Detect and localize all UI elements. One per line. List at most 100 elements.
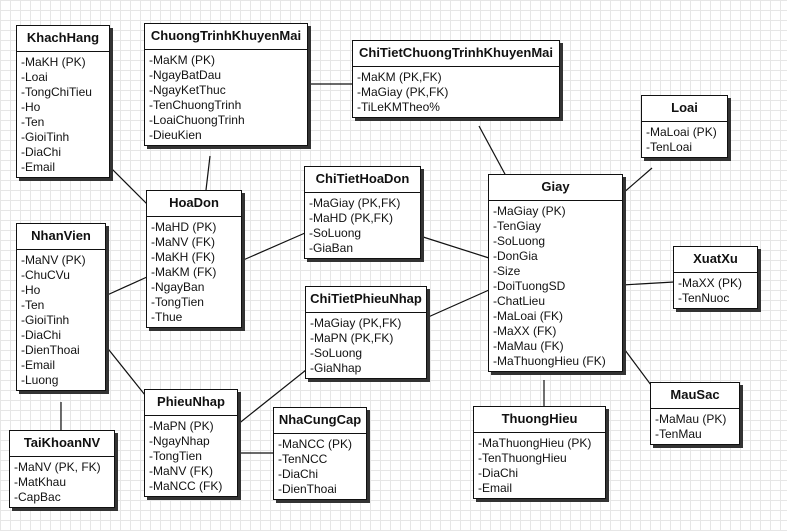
attribute: -TenThuongHieu [478, 451, 567, 465]
attribute-list: -MaXX (PK) -TenNuoc [674, 273, 757, 308]
attribute: -MaGiay (PK,FK) [309, 196, 401, 210]
attribute: -SoLuong [493, 234, 546, 248]
attribute-list: -MaThuongHieu (PK) -TenThuongHieu -DiaCh… [474, 433, 605, 498]
entity-taikhoannv[interactable]: TaiKhoanNV -MaNV (PK, FK) -MatKhau -CapB… [9, 430, 115, 508]
attribute: -MaPN (PK,FK) [310, 331, 394, 345]
attribute: -Ho [21, 100, 41, 114]
entity-mausac[interactable]: MauSac -MaMau (PK) -TenMau [650, 382, 740, 445]
attribute-list: -MaPN (PK) -NgayNhap -TongTien -MaNV (FK… [145, 416, 237, 496]
attribute: -TenLoai [646, 140, 693, 154]
attribute: -GioiTinh [21, 130, 70, 144]
entity-chitiethoadon[interactable]: ChiTietHoaDon -MaGiay (PK,FK) -MaHD (PK,… [304, 166, 421, 259]
entity-hoadon[interactable]: HoaDon -MaHD (PK) -MaNV (FK) -MaKH (FK) … [146, 190, 242, 328]
attribute: -MaNCC (FK) [149, 479, 223, 493]
attribute: -DonGia [493, 249, 538, 263]
entity-nhacungcap[interactable]: NhaCungCap -MaNCC (PK) -TenNCC -DiaChi -… [273, 407, 367, 500]
attribute-list: -MaKH (PK) -Loai -TongChiTieu -Ho -Ten -… [17, 52, 109, 177]
attribute: -MaXX (FK) [493, 324, 557, 338]
entity-phieunhap[interactable]: PhieuNhap -MaPN (PK) -NgayNhap -TongTien… [144, 389, 238, 497]
attribute: -SoLuong [309, 226, 362, 240]
attribute: -MatKhau [14, 475, 67, 489]
attribute: -MaLoai (FK) [493, 309, 564, 323]
attribute-list: -MaGiay (PK) -TenGiay -SoLuong -DonGia -… [489, 201, 622, 371]
relation-xuatxu-giay [621, 281, 675, 286]
attribute-list: -MaHD (PK) -MaNV (FK) -MaKH (FK) -MaKM (… [147, 217, 241, 327]
entity-title: HoaDon [147, 191, 241, 217]
attribute: -GioiTinh [21, 313, 70, 327]
entity-giay[interactable]: Giay -MaGiay (PK) -TenGiay -SoLuong -Don… [488, 174, 623, 372]
attribute: -Email [21, 160, 56, 174]
entity-nhanvien[interactable]: NhanVien -MaNV (PK) -ChuCVu -Ho -Ten -Gi… [16, 223, 106, 391]
relation-chitietkhuyenmai-giay [478, 125, 507, 177]
entity-title: KhachHang [17, 26, 109, 52]
attribute: -MaGiay (PK,FK) [357, 85, 449, 99]
attribute: -DieuKien [149, 128, 202, 142]
entity-thuonghieu[interactable]: ThuongHieu -MaThuongHieu (PK) -TenThuong… [473, 406, 606, 499]
attribute: -Ho [21, 283, 41, 297]
attribute: -SoLuong [310, 346, 363, 360]
entity-title: Giay [489, 175, 622, 201]
relation-khachhang-hoadon [106, 163, 149, 206]
attribute: -DienThoai [278, 482, 337, 496]
attribute: -TenMau [655, 427, 702, 441]
attribute: -GiaNhap [310, 361, 362, 375]
entity-chuongtrinhkhuyenmai[interactable]: ChuongTrinhKhuyenMai -MaKM (PK) -NgayBat… [144, 23, 308, 146]
attribute: -DienThoai [21, 343, 80, 357]
attribute: -MaMau (FK) [493, 339, 564, 353]
attribute: -DiaChi [278, 467, 319, 481]
attribute: -DiaChi [478, 466, 519, 480]
attribute-list: -MaMau (PK) -TenMau [651, 409, 739, 444]
attribute: -MaKH (PK) [21, 55, 86, 69]
attribute: -MaNV (FK) [149, 464, 213, 478]
relation-nhanvien-hoadon [104, 276, 148, 297]
attribute: -ChuCVu [21, 268, 70, 282]
attribute-list: -MaKM (PK) -NgayBatDau -NgayKetThuc -Ten… [145, 50, 307, 145]
attribute: -MaKM (PK) [149, 53, 215, 67]
entity-title: NhaCungCap [274, 408, 366, 434]
attribute-list: -MaNV (PK, FK) -MatKhau -CapBac [10, 457, 114, 507]
attribute-list: -MaGiay (PK,FK) -MaPN (PK,FK) -SoLuong -… [306, 313, 426, 378]
relation-khuyenmai-hoadon [205, 155, 211, 191]
entity-title: ChiTietHoaDon [305, 167, 420, 193]
entity-title: ChuongTrinhKhuyenMai [145, 24, 307, 50]
attribute: -MaThuongHieu (FK) [493, 354, 606, 368]
attribute: -NgayBatDau [149, 68, 222, 82]
relation-mausac-giay [621, 345, 652, 386]
entity-chitietphieunhap[interactable]: ChiTietPhieuNhap -MaGiay (PK,FK) -MaPN (… [305, 286, 427, 379]
attribute: -Size [493, 264, 521, 278]
entity-title: PhieuNhap [145, 390, 237, 416]
attribute: -MaPN (PK) [149, 419, 214, 433]
entity-title: ThuongHieu [474, 407, 605, 433]
attribute: -Email [478, 481, 513, 495]
relation-hoadon-chitiethoadon [240, 232, 306, 262]
entity-khachhang[interactable]: KhachHang -MaKH (PK) -Loai -TongChiTieu … [16, 25, 110, 178]
attribute: -MaHD (PK,FK) [309, 211, 393, 225]
attribute: -MaXX (PK) [678, 276, 743, 290]
attribute: -ChatLieu [493, 294, 546, 308]
relation-chitiethoadon-giay [419, 235, 490, 259]
attribute: -DiaChi [21, 328, 62, 342]
attribute: -TenGiay [493, 219, 542, 233]
entity-loai[interactable]: Loai -MaLoai (PK) -TenLoai [641, 95, 728, 158]
attribute: -TiLeKMTheo% [357, 100, 440, 114]
attribute: -GiaBan [309, 241, 354, 255]
attribute: -Email [21, 358, 56, 372]
relation-phieunhap-chitietphieunhap [236, 369, 307, 426]
entity-title: ChiTietChuongTrinhKhuyenMai [353, 41, 559, 67]
relation-loai-giay [621, 167, 653, 195]
attribute: -MaNV (FK) [151, 235, 215, 249]
attribute: -Luong [21, 373, 59, 387]
entity-title: XuatXu [674, 247, 757, 273]
attribute: -NgayBan [151, 280, 205, 294]
attribute: -MaHD (PK) [151, 220, 217, 234]
attribute: -TenChuongTrinh [149, 98, 242, 112]
attribute: -MaKM (FK) [151, 265, 217, 279]
attribute: -NgayKetThuc [149, 83, 226, 97]
attribute-list: -MaLoai (PK) -TenLoai [642, 122, 727, 157]
entity-chitietchuongtrinhkhuyenmai[interactable]: ChiTietChuongTrinhKhuyenMai -MaKM (PK,FK… [352, 40, 560, 118]
entity-xuatxu[interactable]: XuatXu -MaXX (PK) -TenNuoc [673, 246, 758, 309]
attribute-list: -MaNV (PK) -ChuCVu -Ho -Ten -GioiTinh -D… [17, 250, 105, 390]
attribute: -MaThuongHieu (PK) [478, 436, 592, 450]
attribute: -MaGiay (PK) [493, 204, 566, 218]
